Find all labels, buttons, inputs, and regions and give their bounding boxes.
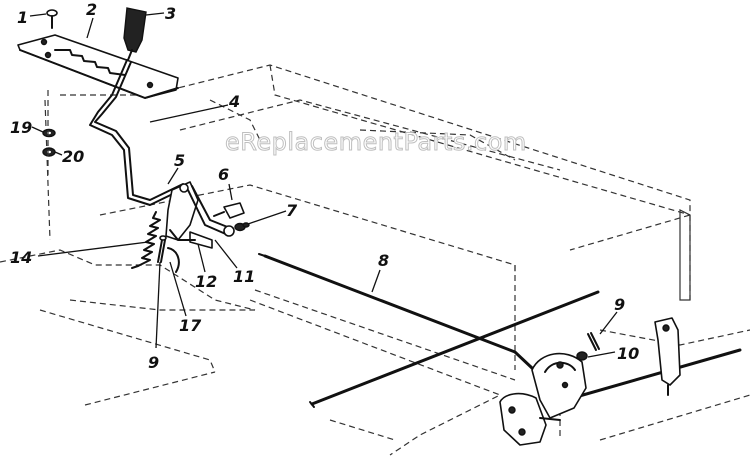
cotter-pin-right (587, 332, 600, 351)
nut-20 (42, 147, 56, 157)
leader-19 (31, 126, 44, 133)
callout-5: 5 (174, 151, 185, 170)
watermark-text: eReplacementParts.com (225, 128, 527, 156)
leader-8 (371, 269, 381, 293)
callout-3: 3 (165, 4, 176, 23)
leader-14 (37, 241, 149, 257)
shoulder-bolt (213, 202, 245, 219)
leader-9b (599, 311, 618, 335)
washer-10 (576, 351, 588, 361)
screw (46, 9, 58, 29)
leader-2 (86, 17, 94, 39)
chassis-outline (0, 64, 750, 456)
leader-12 (197, 243, 206, 273)
leader-1 (29, 13, 47, 17)
leader-4 (149, 104, 229, 123)
leader-17 (169, 261, 187, 317)
leader-11 (214, 239, 238, 269)
leader-20 (54, 151, 63, 156)
callout-12: 12 (195, 272, 217, 291)
callout-14: 14 (10, 248, 32, 267)
washer-19 (42, 128, 56, 138)
callout-11: 11 (233, 267, 255, 286)
shift-plate (17, 34, 179, 99)
axle-bracket (654, 317, 681, 396)
leader-lines (29, 12, 618, 358)
washer-7 (234, 222, 250, 232)
leader-5 (167, 167, 179, 185)
callout-6: 6 (218, 165, 229, 184)
callout-7: 7 (286, 201, 298, 220)
clip (167, 247, 180, 273)
leader-3 (145, 12, 165, 16)
leader-6 (228, 183, 233, 201)
plate-screw-hole (44, 51, 52, 59)
callout-9-left: 9 (148, 353, 159, 372)
leader-9a (155, 261, 161, 349)
callout-20: 20 (62, 147, 84, 166)
spring (131, 211, 161, 269)
cotter-pin-left (157, 235, 167, 263)
shift-rod (258, 253, 534, 370)
callout-1: 1 (17, 8, 28, 27)
callout-17: 17 (179, 316, 202, 335)
plate-screw-hole (40, 38, 48, 46)
plate-screw-hole (146, 81, 154, 89)
callout-labels: 1 2 3 4 5 6 7 8 9 9 10 11 12 14 17 19 20 (10, 0, 639, 372)
callout-8: 8 (378, 251, 389, 270)
callout-2: 2 (86, 0, 97, 19)
callout-9-right: 9 (614, 295, 625, 314)
callout-4: 4 (228, 92, 240, 111)
mounting-plate (499, 392, 561, 446)
shift-knob (123, 7, 147, 61)
shift-lever (89, 59, 186, 206)
leader-7 (247, 210, 287, 225)
callout-10: 10 (617, 344, 639, 363)
shift-arm (531, 352, 587, 419)
callout-19: 19 (10, 118, 32, 137)
leader-10 (587, 351, 616, 358)
pivot-bracket (165, 181, 235, 249)
